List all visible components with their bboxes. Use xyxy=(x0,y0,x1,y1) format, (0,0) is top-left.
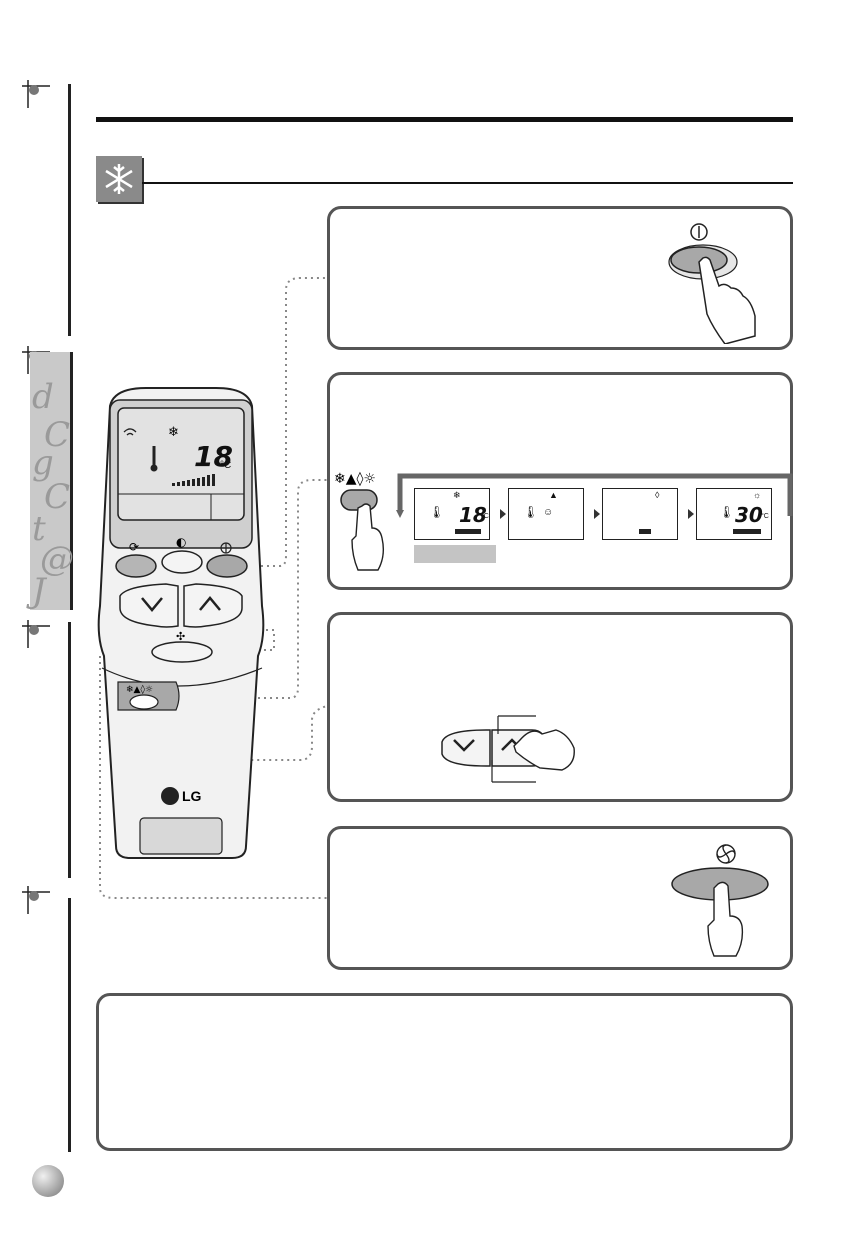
mode-icon: ❄▲◊☼ xyxy=(334,471,376,487)
fan-button-illustration xyxy=(671,844,769,957)
power-button-illustration xyxy=(668,223,756,344)
decorative-glyph: g xyxy=(32,443,54,483)
registration-mark-icon xyxy=(22,886,50,914)
margin-line xyxy=(68,622,71,878)
chapter-tab[interactable]: d C g C t @ J xyxy=(30,352,74,611)
decorative-glyph: C xyxy=(44,477,71,517)
temperature-buttons-illustration xyxy=(441,715,575,783)
brand-logo: LG xyxy=(182,788,202,804)
registration-mark-icon xyxy=(22,620,50,648)
fan-icon xyxy=(716,844,736,864)
svg-text:◐: ◐ xyxy=(176,535,186,549)
margin-line xyxy=(68,84,71,336)
note-box xyxy=(96,993,793,1151)
margin-line xyxy=(68,898,71,1152)
mode-label-highlight xyxy=(414,545,496,563)
remote-display-temp: 18 xyxy=(194,440,233,473)
sequence-arrow-icon xyxy=(688,509,694,519)
svg-text:❄▲◊☼: ❄▲◊☼ xyxy=(126,684,153,695)
decorative-glyph: J xyxy=(32,571,46,611)
svg-text:✣: ✣ xyxy=(176,630,185,643)
mode-button-illustration: ❄▲◊☼ xyxy=(334,471,793,571)
decorative-glyph: d xyxy=(32,377,54,417)
section-rule xyxy=(142,182,793,184)
mode-display-auto: ▲ 🌡 ☺ xyxy=(508,488,584,540)
mode-display-heating: ☼ 🌡 30 °C xyxy=(696,488,772,540)
mode-unit: °C xyxy=(481,513,489,520)
registration-mark-icon xyxy=(22,80,50,108)
title-rule xyxy=(96,117,793,122)
lg-logo-icon xyxy=(161,787,179,805)
section-badge xyxy=(96,156,142,202)
mode-display-cooling: ❄ 🌡 18 °C xyxy=(414,488,490,540)
remote-control: ❄ 18 °C ⟳ ◐ ✣ ❄▲◊☼ LG xyxy=(97,387,265,859)
step-mode-box xyxy=(327,372,793,590)
sequence-arrow-icon xyxy=(500,509,506,519)
mode-display-dehumidify: ◊ xyxy=(602,488,678,540)
mode-unit: °C xyxy=(761,513,769,520)
svg-text:❄: ❄ xyxy=(168,425,179,440)
snowflake-icon xyxy=(105,164,133,194)
mode-temp: 18 xyxy=(459,503,487,527)
power-icon xyxy=(690,223,708,241)
mode-temp: 30 xyxy=(735,503,763,527)
decorative-glyph: C xyxy=(44,415,71,455)
svg-text:⟳: ⟳ xyxy=(129,540,139,554)
page-marker xyxy=(32,1165,64,1197)
remote-display-unit: °C xyxy=(220,460,231,471)
sequence-arrow-icon xyxy=(594,509,600,519)
decorative-glyph: t xyxy=(32,509,46,549)
decorative-glyph: @ xyxy=(40,539,74,579)
signal-icon xyxy=(123,428,137,436)
